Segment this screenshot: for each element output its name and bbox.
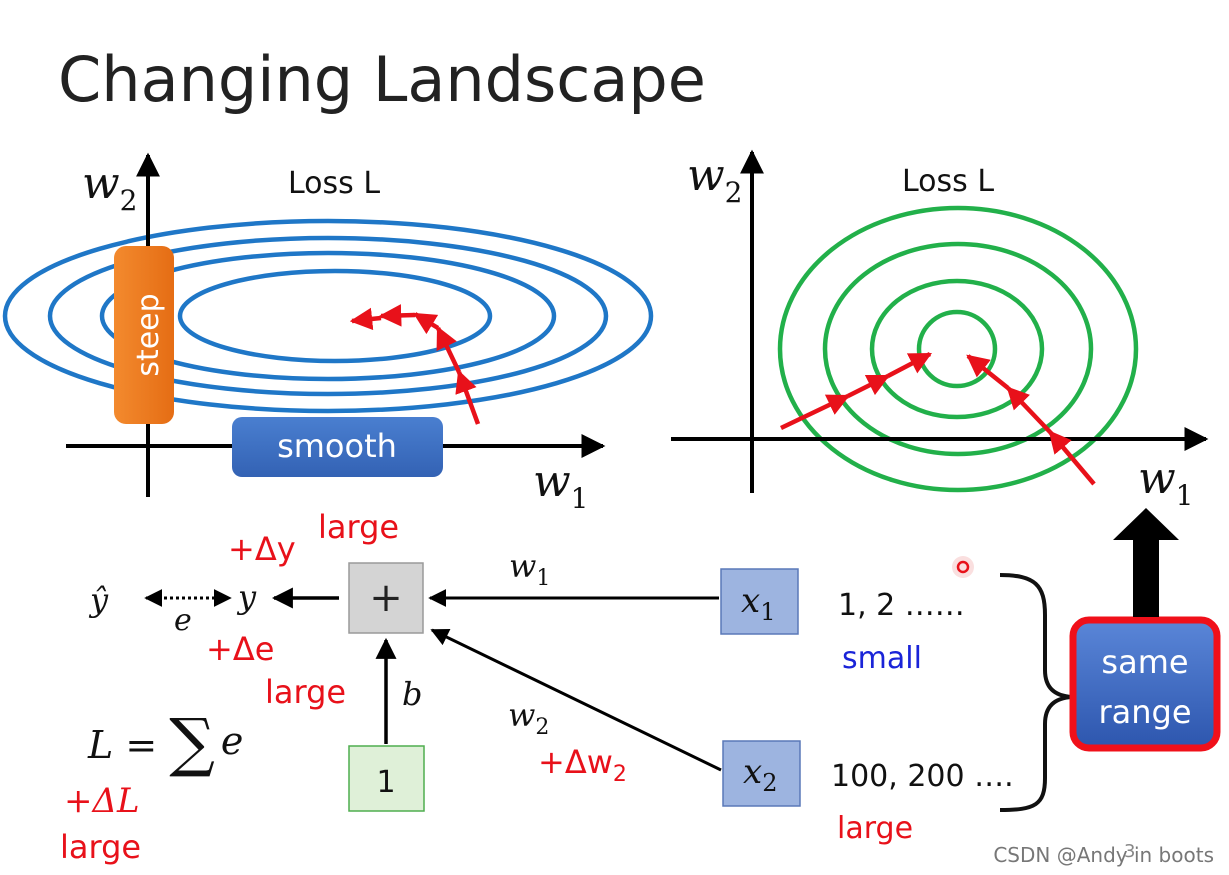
- same-range-line2: range: [1098, 693, 1191, 731]
- x1-node-label: x1: [741, 581, 775, 626]
- descent-arrow: [1006, 386, 1052, 434]
- circle-3: [822, 241, 1094, 457]
- pointer-dot: [952, 556, 974, 578]
- right-circles: [777, 205, 1139, 493]
- circle-2: [869, 278, 1045, 420]
- left-descent-path: [349, 304, 481, 425]
- ellipse-2: [99, 250, 557, 382]
- loss-formula: L = ∑e: [87, 706, 243, 780]
- delta-e-label: +Δe: [206, 630, 274, 668]
- ellipse-inner: [177, 268, 493, 364]
- descent-arrow: [886, 352, 932, 378]
- left-loss-label: Loss L: [288, 166, 380, 201]
- x2-values: 100, 200 ….: [831, 759, 1014, 794]
- descent-arrow: [378, 304, 416, 327]
- right-loss-label: Loss L: [902, 164, 994, 199]
- error-e-label: e: [174, 603, 192, 638]
- sum-node-symbol: +: [369, 575, 403, 621]
- page-number: 3: [1124, 841, 1135, 862]
- sum-node: [348, 562, 424, 634]
- right-axis-x-label: w1: [1138, 453, 1194, 512]
- y-label: y: [236, 578, 257, 616]
- smooth-label: smooth: [277, 427, 397, 465]
- x1-note-small: small: [842, 641, 922, 676]
- left-ellipses: [2, 218, 654, 414]
- y-hat-label: ŷ: [88, 581, 109, 619]
- ellipse-outer: [2, 218, 654, 414]
- w1-label: w1: [509, 547, 550, 591]
- x2-to-sum-arrow: [430, 628, 722, 772]
- descent-arrow: [846, 373, 891, 399]
- right-contour-plot: Loss L w2 w1: [671, 149, 1209, 512]
- watermark: CSDN @Andy in boots: [993, 843, 1214, 867]
- delta-w2-label: +Δw2: [538, 743, 627, 787]
- circle-outer: [777, 205, 1139, 493]
- x1-values: 1, 2 ……: [838, 588, 965, 623]
- delta-e-note: large: [265, 673, 346, 711]
- delta-L-label: +ΔL: [64, 781, 140, 821]
- descent-arrow: [349, 307, 382, 331]
- up-arrow-icon: [1113, 508, 1179, 617]
- steep-box: [114, 246, 174, 424]
- left-contour-plot: steep smooth Loss L w2 w1: [2, 152, 654, 515]
- x2-node: [722, 740, 801, 807]
- x2-node-label: x2: [743, 752, 777, 797]
- right-axis-y-label: w2: [687, 150, 743, 209]
- network-diagram: ŷ e y +Δy large +Δe large + 1 b x1 w1 x2…: [60, 508, 1221, 866]
- descent-arrow: [455, 369, 481, 425]
- right-descent-paths: [780, 352, 1096, 486]
- x1-node: [720, 568, 799, 635]
- smooth-box: [232, 417, 443, 477]
- descent-arrow: [966, 354, 1010, 390]
- bias-node-value: 1: [376, 765, 395, 800]
- ellipse-3: [47, 235, 609, 397]
- descent-arrow: [780, 393, 851, 431]
- descent-arrow: [1048, 430, 1096, 486]
- delta-y-note: large: [318, 508, 399, 546]
- descent-arrow: [435, 325, 462, 373]
- delta-y-label: +Δy: [228, 530, 296, 568]
- left-axis-y-label: w2: [82, 158, 138, 217]
- descent-arrow: [413, 312, 440, 335]
- left-axis-x-label: w1: [533, 456, 589, 515]
- same-range-line1: same: [1101, 643, 1188, 681]
- same-range-box: [1069, 616, 1221, 752]
- delta-L-note: large: [60, 828, 141, 866]
- bias-weight-label: b: [402, 675, 422, 713]
- circle-inner: [916, 309, 998, 389]
- w2-label: w2: [508, 696, 549, 740]
- slide-title: Changing Landscape: [58, 43, 706, 116]
- steep-label: steep: [131, 293, 166, 376]
- x2-note-large: large: [837, 811, 913, 846]
- bias-node: [348, 745, 425, 812]
